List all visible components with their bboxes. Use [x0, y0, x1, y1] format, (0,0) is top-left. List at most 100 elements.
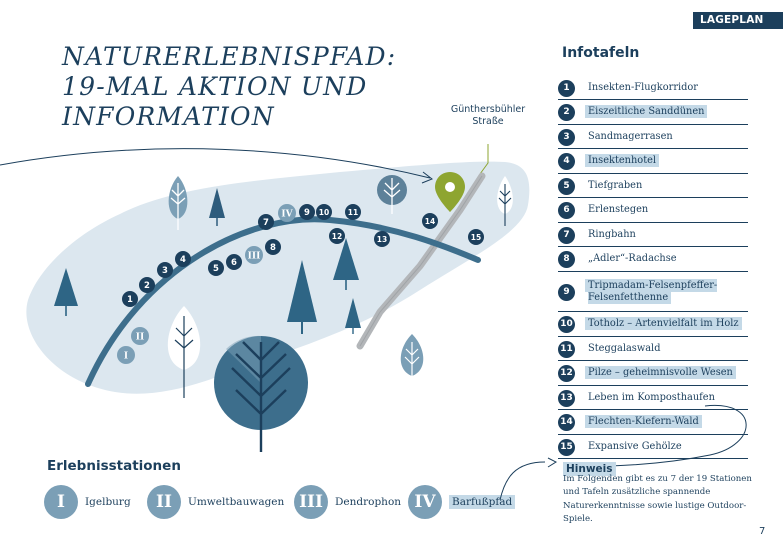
infotafel-label: Ringbahn [588, 229, 636, 242]
infotafel-label-text: Expansive Gehölze [588, 440, 682, 452]
map-station-marker: 7 [258, 214, 274, 230]
map-erlebnis-marker: I [117, 346, 135, 364]
infotafel-label-text: Insekten-Flugkorridor [588, 81, 698, 93]
infotafel-label-text: Ringbahn [588, 228, 636, 240]
infotafel-label: Steggalaswald [588, 343, 660, 356]
map-erlebnis-marker: III [245, 246, 263, 264]
street-label-line: Straße [472, 116, 504, 127]
infotafel-label-text: „Adler“-Radachse [588, 253, 677, 265]
infotafel-label: Flechten-Kiefern-Wald [585, 415, 702, 429]
tree-icon [167, 306, 201, 398]
infotafel-label: Tiefgraben [588, 180, 642, 193]
map-station-marker: 6 [226, 254, 242, 270]
map-station-marker: 14 [422, 213, 438, 229]
infotafel-label-text: Tiefgraben [588, 179, 643, 191]
section-badge: LAGEPLAN [693, 12, 783, 29]
map-station-marker: 4 [175, 251, 191, 267]
infotafel-number: 4 [558, 153, 575, 170]
map-marker-circle [245, 246, 263, 264]
map-station-marker: 1 [122, 291, 138, 307]
title-line: 19-MAL AKTION UND [62, 72, 368, 101]
station-label: Igelburg [85, 496, 131, 508]
title-line: INFORMATION [62, 102, 275, 131]
tree-icon [497, 176, 513, 226]
infotafel-number: 7 [558, 226, 575, 244]
station-label: Dendrophon [335, 496, 402, 508]
map-station-marker: 5 [208, 260, 224, 276]
infotafel-label-text: Pilze – geheimnisvolle Wesen [585, 366, 736, 380]
infotafel-item: 13 Leben im Komposthaufen [558, 387, 748, 410]
map-erlebnis-marker: IV [278, 204, 296, 222]
map-marker-numeral: IV [281, 210, 293, 220]
map-marker-circle [329, 228, 345, 244]
map-marker-circle [157, 262, 173, 278]
station-item: I Igelburg [44, 484, 131, 520]
map-marker-number: 14 [425, 217, 435, 226]
map-marker-circle [131, 327, 149, 345]
map-marker-circle [468, 229, 484, 245]
tree-icon [400, 334, 424, 390]
infotafeln-heading: Infotafeln [562, 45, 640, 61]
map-marker-number: 6 [231, 258, 237, 268]
infotafel-label-text: Steggalaswald [588, 342, 661, 354]
map-marker-circle [265, 239, 281, 255]
map-marker-circle [299, 204, 315, 220]
infotafel-label: „Adler“-Radachse [588, 253, 677, 266]
map-marker-circle [226, 254, 242, 270]
title-line: NATURERLEBNISPFAD: [62, 42, 397, 71]
infotafel-label: Leben im Komposthaufen [588, 392, 715, 405]
station-numeral: I [44, 485, 78, 519]
map-marker-number: 13 [377, 235, 387, 244]
map-station-marker: 2 [139, 277, 155, 293]
map-marker-number: 11 [348, 208, 358, 217]
infotafel-number: 13 [558, 389, 575, 407]
map-station-marker: 10 [316, 204, 332, 220]
station-item: III Dendrophon [294, 484, 401, 520]
map-marker-number: 5 [213, 264, 219, 274]
infotafel-label: Insektenhotel [585, 154, 660, 168]
map-station-marker: 11 [345, 204, 361, 220]
tree-icon [168, 176, 188, 230]
map-station-marker: 13 [374, 231, 390, 247]
infotafel-label: Eiszeitliche Sanddünen [585, 105, 708, 119]
map-marker-number: 12 [332, 232, 342, 241]
station-numeral: IV [408, 485, 442, 519]
map-marker-circle [278, 204, 296, 222]
infotafel-item: 11 Steggalaswald [558, 338, 748, 361]
map-marker-number: 2 [144, 281, 150, 291]
map-marker-circle [117, 346, 135, 364]
map-marker-circle [258, 214, 274, 230]
infotafel-number: 10 [558, 316, 575, 333]
street-leader [479, 144, 489, 175]
infotafel-number: 3 [558, 128, 575, 146]
station-numeral: III [294, 485, 328, 519]
infotafel-label-text: Eiszeitliche Sanddünen [585, 105, 708, 119]
infotafel-label-text: Insektenhotel [585, 154, 660, 168]
map-marker-circle [345, 204, 361, 220]
map-marker-number: 1 [127, 295, 133, 305]
infotafel-item: 7 Ringbahn [558, 224, 748, 247]
infotafel-label: Expansive Gehölze [588, 441, 682, 454]
tree-icon [345, 298, 361, 334]
infotafel-label: Insekten-Flugkorridor [588, 82, 698, 95]
map-marker-circle [122, 291, 138, 307]
tree-icon [287, 260, 317, 334]
map-area [26, 161, 530, 394]
map-marker-number: 4 [180, 255, 186, 265]
infotafel-number: 11 [558, 340, 575, 358]
pointer-arrow-head [421, 171, 433, 184]
tree-icon [209, 188, 225, 226]
map-marker-circle [139, 277, 155, 293]
infotafel-number: 8 [558, 251, 575, 268]
infotafel-item: 8 „Adler“-Radachse [558, 249, 748, 272]
tree-icon [214, 335, 308, 452]
map-marker-circle [208, 260, 224, 276]
street-label: Günthersbühler Straße [446, 104, 530, 128]
pointer-arrow [0, 148, 431, 179]
map-station-marker: 9 [299, 204, 315, 220]
infotafel-label-text: Leben im Komposthaufen [588, 391, 715, 403]
